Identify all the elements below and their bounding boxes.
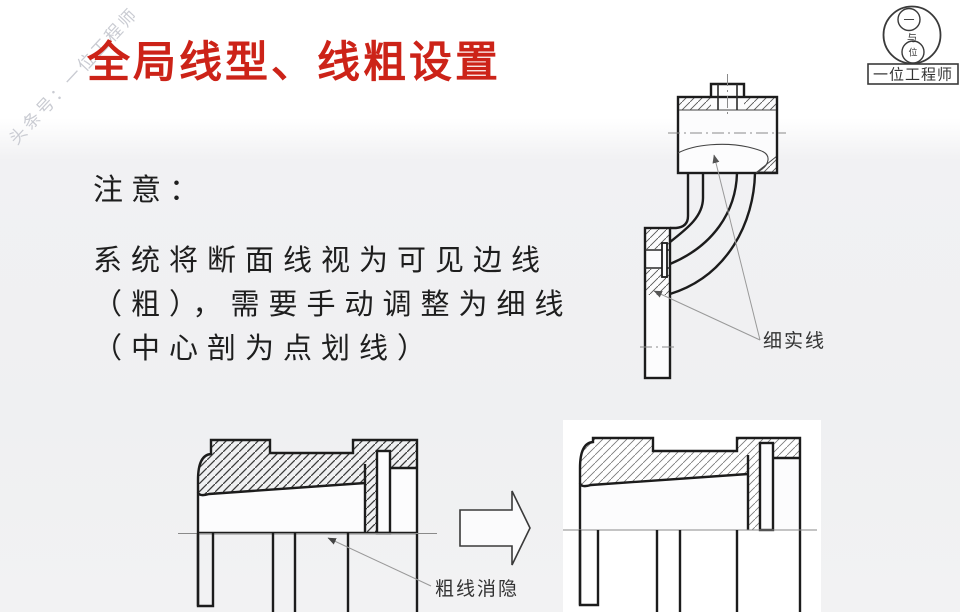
part-section-before-drawing: 粗线消隐 xyxy=(178,438,519,612)
note-heading: 注意： xyxy=(93,174,207,207)
block-arrow-right-icon xyxy=(459,490,531,566)
logo-top-char: 一 xyxy=(904,15,915,27)
leader-line xyxy=(327,537,432,587)
part-outline xyxy=(578,436,802,612)
elbow-hatch-right xyxy=(744,98,776,110)
part-interior xyxy=(390,468,417,533)
block-arrow-shape xyxy=(459,490,531,566)
elbow-section-drawing: 细实线 xyxy=(640,74,826,380)
engineer-logo-icon: 一 与 位 一位工程师 xyxy=(867,5,959,85)
elbow-outer-left-wall xyxy=(670,173,690,230)
part-interior xyxy=(773,458,800,530)
logo-caption: 一位工程师 xyxy=(873,67,953,84)
thick-line-hidden-label: 粗线消隐 xyxy=(435,578,519,600)
logo-caption-box xyxy=(867,63,959,85)
part-lower-wall xyxy=(578,530,600,607)
elbow-inner-arc xyxy=(669,172,739,266)
part-bore-edge xyxy=(196,481,366,497)
note-line: （粗），需要手动调整为细线 xyxy=(93,289,573,321)
part-interior xyxy=(580,474,748,530)
page-title: 全局线型、线粗设置 xyxy=(87,39,501,87)
logo-middle-char: 与 xyxy=(907,33,917,45)
part-interior xyxy=(760,443,773,530)
part-section-after-drawing xyxy=(563,436,817,612)
logo-bottom-circle xyxy=(901,40,925,64)
part-interior xyxy=(198,483,365,533)
logo-top-circle xyxy=(897,7,921,32)
note-line: 系统将断面线视为可见边线 xyxy=(93,245,550,277)
thin-solid-line-label: 细实线 xyxy=(763,330,826,352)
note-block: 注意： 系统将断面线视为可见边线 （粗），需要手动调整为细线 （中心剖为点划线） xyxy=(93,165,593,371)
part-interior xyxy=(377,451,390,533)
note-line: （中心剖为点划线） xyxy=(93,333,436,365)
leader-line xyxy=(653,290,761,341)
flange-boss xyxy=(661,242,668,278)
part-outline xyxy=(196,438,419,612)
elbow-outer-arc xyxy=(669,172,757,296)
elbow-inner-left-wall xyxy=(669,173,705,243)
part-lower-wall xyxy=(196,533,215,608)
flange-outline xyxy=(643,226,672,380)
part-bore-edge xyxy=(578,472,749,488)
elbow-hatch-left xyxy=(679,98,711,110)
leader-line xyxy=(712,154,761,341)
elbow-break-line xyxy=(677,143,769,174)
logo-bottom-char: 位 xyxy=(908,47,917,58)
